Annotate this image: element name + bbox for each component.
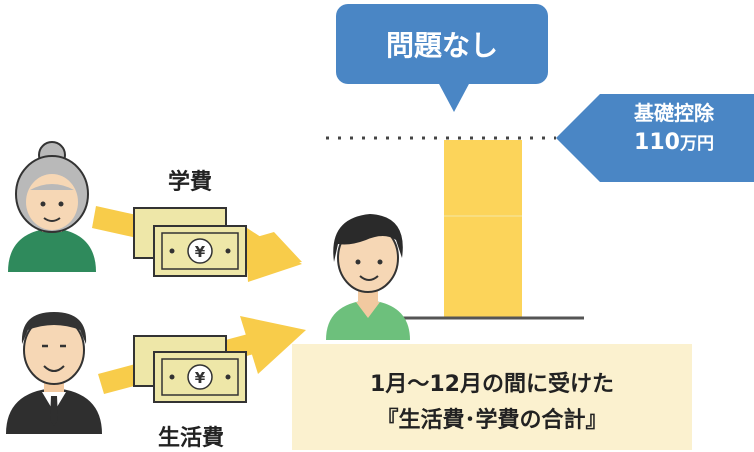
money-icon: ¥ — [133, 207, 247, 277]
money-icon: ¥ — [133, 335, 247, 403]
money-symbol: ¥ — [195, 243, 206, 261]
grandfather-icon — [6, 312, 102, 434]
living-expense-label: 生活費 — [158, 426, 225, 451]
amount-bar — [444, 140, 522, 318]
status-bubble-text: 問題なし — [385, 29, 498, 62]
deduction-unit: 万円 — [679, 134, 714, 154]
deduction-amount: 110 — [634, 130, 680, 155]
grandmother-icon — [8, 141, 96, 272]
status-bubble: 問題なし — [336, 4, 548, 84]
status-bubble-tail — [438, 82, 470, 112]
caption-line-2: 『生活費･学費の合計』 — [376, 408, 608, 433]
caption-box: 1月～12月の間に受けた 『生活費･学費の合計』 — [292, 344, 692, 450]
tuition-label: 学費 — [168, 170, 213, 195]
deduction-arrow-shape — [556, 94, 754, 182]
caption-line-1: 1月～12月の間に受けた — [370, 372, 614, 397]
deduction-title: 基礎控除 — [634, 101, 714, 125]
student-icon — [326, 214, 410, 340]
deduction-label: 基礎控除 110万円 — [600, 100, 748, 161]
money-symbol: ¥ — [195, 369, 206, 387]
deduction-amount-row: 110万円 — [600, 126, 748, 161]
